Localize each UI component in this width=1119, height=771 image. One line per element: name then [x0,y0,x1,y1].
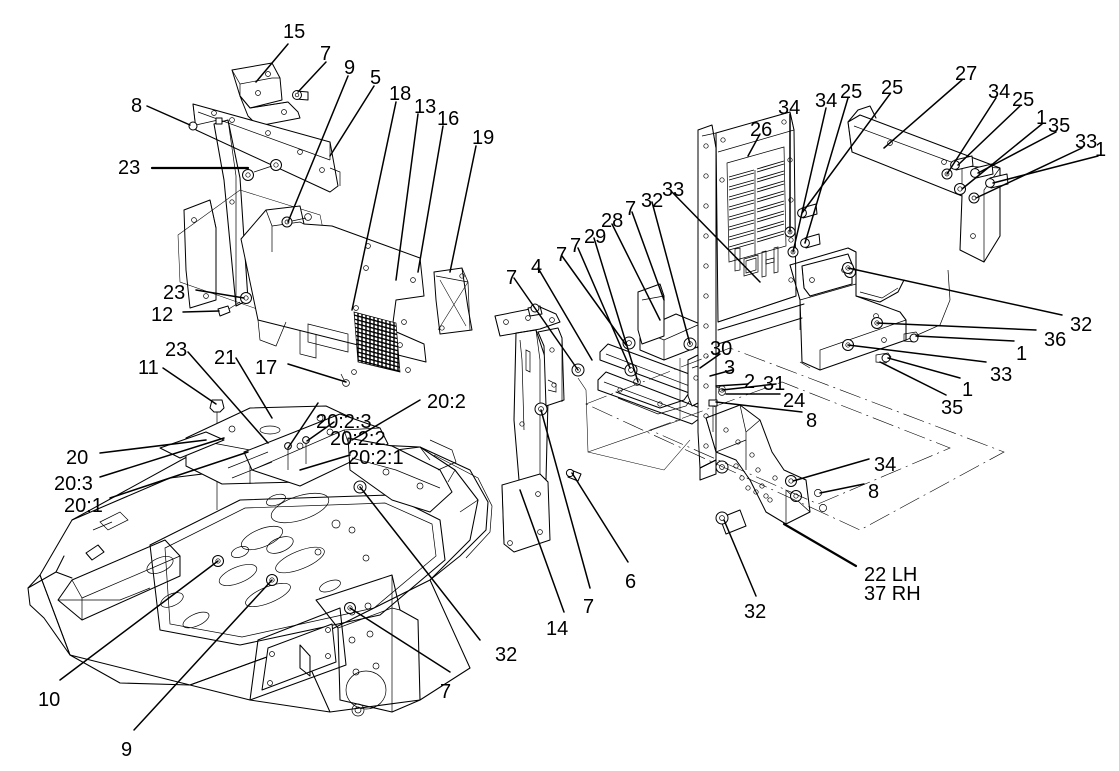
fastener-23-lower [217,292,252,317]
spacer-25-b [800,233,821,249]
callout-8-b: 8 [806,410,818,432]
callout-33-c: 33 [990,364,1013,386]
callout-19: 19 [472,127,495,149]
callout-1-c: 1 [1016,343,1028,365]
bracket-22lh-37rh [705,388,827,535]
callout-27: 27 [955,63,978,85]
callout-37-rh: 37 RH [864,583,921,605]
callout-26: 26 [750,119,773,141]
callout-33-b: 33 [1075,131,1098,153]
callout-34-b: 34 [815,90,838,112]
callout-18: 18 [389,83,412,105]
callout-12: 12 [151,304,174,326]
callout-7-g: 7 [625,198,637,220]
callout-23-a: 23 [118,157,141,179]
fastener-stack-right-lower [842,262,920,364]
callout-9-b: 9 [121,739,133,761]
callout-7-f: 7 [570,235,582,257]
leader-lines [59,43,1099,731]
callout-2: 2 [744,371,756,393]
callout-30: 30 [710,338,733,360]
callout-5: 5 [370,67,382,89]
part-20-seat-pan [159,405,457,513]
fastener-32-bracket [715,511,729,525]
callout-35-a: 35 [1048,115,1071,137]
fastener-8-stud [708,399,718,432]
callout-20-2: 20:2 [427,391,466,413]
callout-14: 14 [546,618,569,640]
callout-20-2-2: 20:2:2 [330,428,386,450]
callout-7-c: 7 [583,596,595,618]
callout-4: 4 [531,256,543,278]
callout-17: 17 [255,357,278,379]
callout-15: 15 [283,21,306,43]
callout-7-a: 7 [320,43,332,65]
callout-7-d: 7 [506,267,518,289]
callout-24: 24 [783,390,806,412]
callout-35-b: 35 [941,397,964,419]
callout-20-2-3: 20:2:3 [316,411,372,433]
fastener-8-left [188,117,223,131]
callout-23-c: 23 [165,339,188,361]
callout-20-3: 20:3 [54,473,93,495]
louver-grille [726,146,787,263]
callout-1-b: 1 [1095,139,1107,161]
main-frame-chassis [27,399,493,717]
callout-7-e: 7 [556,244,568,266]
callout-7-b: 7 [440,681,452,703]
callout-20-2-1: 20:2:1 [348,447,404,469]
callout-29: 29 [584,226,607,248]
callout-32-b: 32 [641,190,664,212]
callout-34-a: 34 [778,97,801,119]
callout-20: 20 [66,447,89,469]
callout-25-b: 25 [881,77,904,99]
callout-32-a: 32 [495,644,518,666]
fastener-20-2-2 [302,436,310,464]
fastener-7-top [292,90,309,101]
callout-13: 13 [414,96,437,118]
callout-32-c: 32 [1070,314,1093,336]
callout-25-c: 25 [1012,89,1035,111]
callout-32-d: 32 [744,601,767,623]
callout-16: 16 [437,108,460,130]
callout-1-a: 1 [1036,107,1048,129]
callout-8-c: 8 [868,481,880,503]
callout-8-a: 8 [131,95,143,117]
callout-34-d: 34 [874,454,897,476]
callout-9-a: 9 [344,57,356,79]
callout-28: 28 [601,210,624,232]
callout-3: 3 [724,357,736,379]
fastener-23-upper [242,159,282,181]
callout-31: 31 [763,373,786,395]
fastener-17 [340,373,350,387]
callout-22-lh: 22 LH [864,564,918,586]
fastener-7-post [534,402,548,416]
callout-36: 36 [1044,329,1067,351]
callout-6: 6 [625,571,637,593]
fastener-32-bracket-2 [715,460,729,474]
callout-21: 21 [214,347,237,369]
fastener-28 [622,336,636,350]
fastener-6 [565,468,582,482]
part-24 [718,388,726,396]
callout-25-a: 25 [840,81,863,103]
center-support-post [494,303,582,553]
callout-33-a: 33 [662,179,685,201]
rear-panel-assembly [697,111,797,481]
callout-11: 11 [138,357,159,379]
callout-20-1: 20:1 [64,495,103,517]
fender-part-27 [789,105,1001,371]
callout-10: 10 [38,689,61,711]
callout-34-c: 34 [988,81,1011,103]
callout-1-d: 1 [962,379,974,401]
callout-23-b: 23 [163,282,186,304]
fastener-34-bracket [785,475,797,487]
